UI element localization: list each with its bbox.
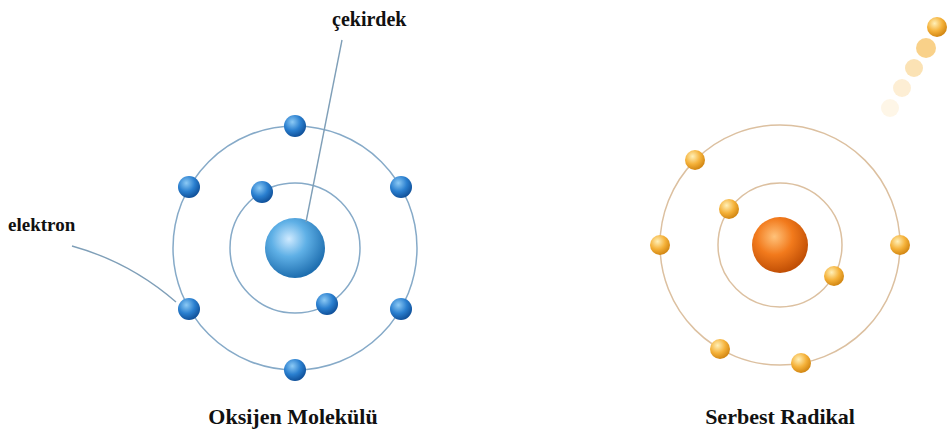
- outer-orbit: [173, 126, 417, 370]
- inner-orbit: [718, 183, 842, 307]
- outer-orbit: [660, 125, 900, 365]
- electron: [178, 176, 200, 198]
- caption-label: Oksijen Molekülü: [208, 404, 377, 430]
- electron: [650, 235, 670, 255]
- electron: [890, 235, 910, 255]
- electron: [316, 293, 338, 315]
- electron-trail: [905, 59, 923, 77]
- electron-trail: [916, 38, 936, 58]
- electron: [390, 298, 412, 320]
- electron: [710, 339, 730, 359]
- electrons: [650, 150, 910, 373]
- electrons: [178, 115, 412, 381]
- electron-trail: [893, 79, 911, 97]
- electron: [791, 353, 811, 373]
- electron: [284, 115, 306, 137]
- electron: [719, 199, 739, 219]
- inner-orbit: [230, 183, 360, 313]
- electron-trail: [881, 99, 899, 117]
- electron: [927, 17, 947, 37]
- electron: [390, 176, 412, 198]
- part-label: elektron: [8, 214, 75, 236]
- escaping-electron: [881, 17, 947, 117]
- leader-line: [306, 40, 342, 222]
- radical-atom: [650, 17, 947, 373]
- electron: [251, 181, 273, 203]
- oxygen-atom: [72, 40, 417, 381]
- part-label: çekirdek: [332, 8, 406, 31]
- caption-label: Serbest Radikal: [705, 404, 855, 430]
- nucleus: [265, 218, 325, 278]
- nucleus: [752, 217, 808, 273]
- leader-line: [72, 246, 176, 302]
- electron: [284, 359, 306, 381]
- electron: [685, 150, 705, 170]
- electron: [178, 298, 200, 320]
- electron: [824, 266, 844, 286]
